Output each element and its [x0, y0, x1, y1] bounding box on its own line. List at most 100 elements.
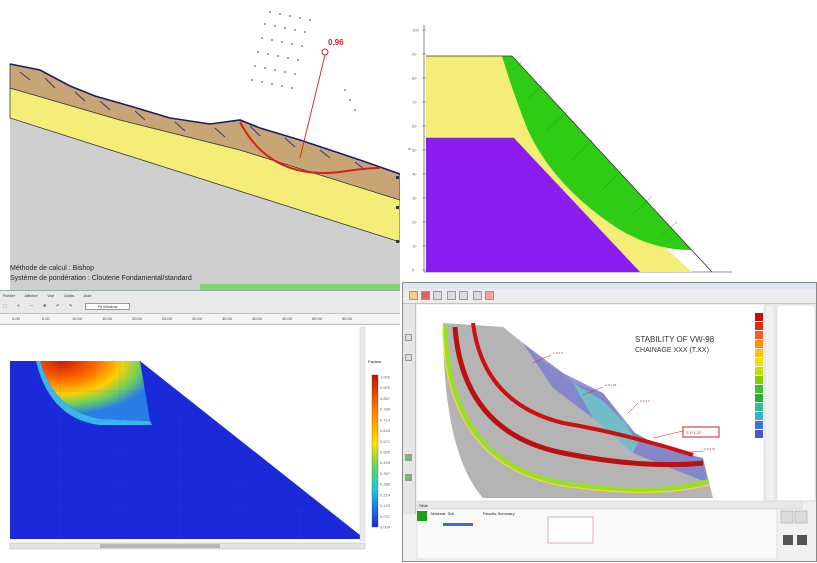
y-axis-title: m [408, 146, 412, 151]
y-tick-label: 100 [412, 28, 419, 33]
print-button [783, 535, 793, 545]
bedrock-layer [10, 118, 400, 290]
select-tool-icon[interactable] [405, 334, 412, 341]
slip-surface-red-lower [452, 326, 704, 468]
ground-surface-line [9, 63, 400, 175]
save-icon[interactable] [421, 291, 430, 300]
legend-value-label: 0.357 [380, 471, 391, 476]
undo-icon[interactable]: ↶ [55, 303, 60, 308]
stability-software-window: GravelSandSiltClayFillRockWaterConcreteM… [402, 282, 817, 562]
y-tick-label: 40 [412, 172, 417, 177]
menu-item[interactable]: Outils [63, 293, 75, 298]
ruler-tick-label: 15.00 [102, 316, 113, 321]
y-tick-label: 50 [412, 148, 417, 153]
print-icon[interactable] [433, 291, 442, 300]
slip-radius-line [299, 54, 326, 159]
redo-icon[interactable]: ↷ [68, 303, 73, 308]
pan-icon[interactable]: ✥ [43, 303, 47, 308]
menu-item[interactable]: Aide [83, 293, 92, 298]
select-tool-icon[interactable]: ⬚ [3, 303, 7, 308]
undo-icon[interactable] [447, 291, 456, 300]
status-tab[interactable]: Slide [419, 503, 428, 508]
legend-value-label: 1.000 [380, 375, 391, 380]
trial-centres-grid [251, 11, 356, 111]
open-file-icon[interactable] [409, 291, 418, 300]
fs-label: 2.1*1.4 [640, 399, 650, 403]
material-tool-icon[interactable] [405, 454, 412, 461]
green-status-indicator [417, 511, 427, 521]
fs-label: 1.1*1.4 [553, 351, 563, 355]
compute-icon[interactable] [485, 291, 494, 300]
fem-mesh [10, 361, 330, 539]
menu-item[interactable]: Vue [47, 293, 55, 298]
green-zone-hatch [511, 61, 678, 236]
window-title-bar [403, 283, 816, 289]
legend-value-label: 0.571 [380, 439, 391, 444]
results-summary-label: Results Summary [483, 511, 515, 516]
export-button [794, 510, 808, 524]
ruler-tick-label: 50.00 [312, 316, 323, 321]
legend-value-label: 0.286 [380, 482, 391, 487]
legend-value-label: 0.000 [380, 525, 391, 530]
fem-contour-panel: Fichier Afficher Vue Outils Aide ⬚ ＋ － ✥… [0, 290, 400, 563]
status-tabs [416, 500, 803, 510]
legend-swatch [755, 313, 763, 321]
slip-surface-yellow [442, 326, 710, 493]
slip-surface-green [443, 324, 709, 492]
slope-outline [511, 55, 713, 273]
color-legend-bar [371, 374, 379, 528]
pan-tool-icon[interactable] [405, 354, 412, 361]
app-toolbar [403, 289, 816, 304]
fem-cyan-halo [36, 361, 152, 425]
menu-item[interactable]: Afficher [24, 293, 38, 298]
fs-label: 2.1*1.22 [605, 383, 617, 387]
fs-label: 2.1*1.21 [704, 447, 716, 451]
results-area [416, 508, 778, 560]
y-tick-label: 60 [412, 124, 417, 129]
menu-item[interactable]: Fichier [3, 293, 16, 298]
weighting-label: Système de pondération : Clouterie Fonda… [10, 275, 192, 282]
zoom-icon[interactable] [473, 291, 482, 300]
ruler-tick-label: 0.00 [12, 316, 20, 321]
section-title: STABILITY OF VW-98 [635, 335, 715, 344]
highlighted-fs-box [682, 426, 720, 438]
legend-value-label: 0.786 [380, 407, 391, 412]
legend-swatch [755, 385, 763, 393]
left-tool-column [403, 304, 416, 514]
boundary-markers [396, 176, 399, 243]
y-tick-label: 80 [412, 76, 417, 81]
legend-swatch [755, 349, 763, 357]
zoom-select[interactable]: Fit Window [84, 303, 131, 310]
ruler-tick-label: 35.00 [222, 316, 233, 321]
legend-value-label: 0.929 [380, 385, 391, 390]
ruler-tick-label: 55.00 [342, 316, 353, 321]
green-zone [502, 56, 692, 250]
bottom-status-strip [200, 284, 400, 290]
progress-bar [443, 523, 473, 526]
y-tick-label: 10 [412, 244, 417, 249]
stability-drawing: GravelSandSiltClayFillRockWaterConcreteM… [416, 304, 816, 560]
boundary-tool-icon[interactable] [405, 474, 412, 481]
zoom-out-icon[interactable]: － [29, 303, 34, 308]
ruler-tick-label: 5.00 [42, 316, 50, 321]
ruler-tick-label: 40.00 [252, 316, 263, 321]
y-tick-label: 20 [412, 220, 417, 225]
legend-value-label: 0.500 [380, 450, 391, 455]
zoom-in-icon[interactable]: ＋ [16, 303, 21, 308]
redo-icon[interactable] [459, 291, 468, 300]
material-label: Material: Soil [431, 511, 455, 516]
slope-section-drawing [9, 11, 400, 290]
annotation-leaders [532, 354, 704, 454]
slope-section-panel: 0.96 Méthode de calcul : Bishop Système … [0, 0, 400, 290]
fem-contour-drawing: 1.0000.9290.8570.7860.7140.6430.5710.500… [9, 326, 391, 550]
legend-value-label: 0.214 [380, 492, 391, 497]
close-panel-button [797, 535, 807, 545]
legend-value-label: 0.643 [380, 428, 391, 433]
legend-panel [776, 304, 816, 502]
tool-bar: ⬚ ＋ － ✥ ↶ ↷ Fit Window [0, 301, 400, 314]
legend-value-label: 0.857 [380, 396, 391, 401]
legend-value-label: 0.071 [380, 514, 391, 519]
purple-zone [426, 138, 640, 272]
